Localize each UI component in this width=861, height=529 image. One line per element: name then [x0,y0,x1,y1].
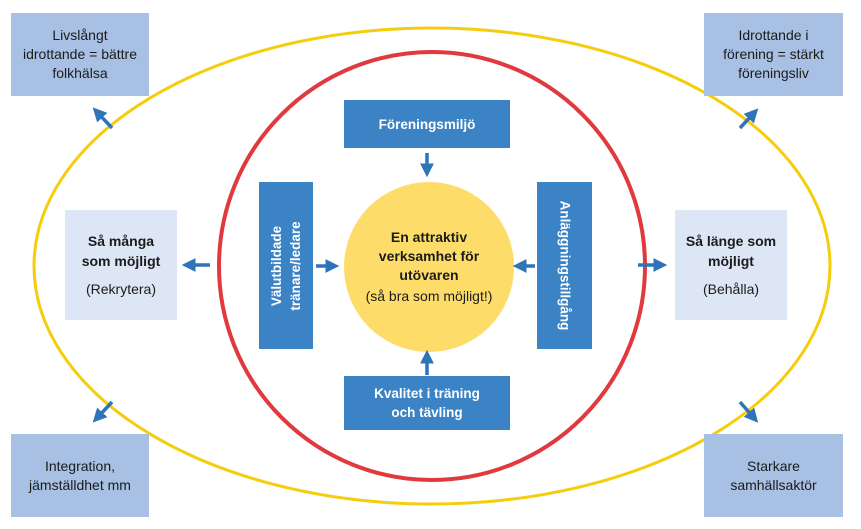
corner-text-top-left: Livslångt idrottande = bättre folkhälsa [22,27,138,81]
corner-text-bottom-right: Starkare samhällsaktör [730,457,817,493]
inner-box-right: Anläggningstillgång [537,182,592,349]
side-left-title: Så många som möjligt [81,233,161,269]
outer-ellipse [32,26,832,506]
center-title: En attraktiv verksamhet för utövaren [378,229,480,283]
side-box-left: Så många som möjligt (Rekrytera) [65,210,177,320]
corner-box-top-left: Livslångt idrottande = bättre folkhälsa [11,13,149,96]
inner-bottom-label: Kvalitet i träning och tävling [374,386,480,420]
corner-box-bottom-left: Integration, jämställdhet mm [11,434,149,517]
side-left-subtitle: (Rekrytera) [85,281,156,297]
side-right-subtitle: (Behålla) [702,281,760,297]
inner-box-bottom: Kvalitet i träning och tävling [344,376,510,430]
corner-text-top-right: Idrottande i förening = stärkt förenings… [723,27,824,81]
center-subtitle: (så bra som möjligt!) [365,288,493,304]
inner-top-label: Föreningsmiljö [378,116,476,132]
corner-box-bottom-right: Starkare samhällsaktör [704,434,843,517]
inner-box-top: Föreningsmiljö [344,100,510,148]
arrow-icon [738,400,759,423]
center-circle [344,182,514,352]
arrow-icon [92,400,114,423]
arrow-icon [92,107,114,130]
corner-text-bottom-left: Integration, jämställdhet mm [29,457,131,493]
inner-box-left: Välutbildade tränare/ledare [259,182,313,349]
center-content: En attraktiv verksamhet för utövaren (så… [345,183,513,351]
side-right-title: Så länge som möjligt [685,233,777,269]
corner-box-top-right: Idrottande i förening = stärkt förenings… [704,13,843,96]
arrow-icon [738,108,759,130]
inner-left-label: Välutbildade tränare/ledare [269,220,303,311]
inner-right-label: Anläggningstillgång [557,200,572,331]
side-box-right: Så länge som möjligt (Behålla) [675,210,787,320]
